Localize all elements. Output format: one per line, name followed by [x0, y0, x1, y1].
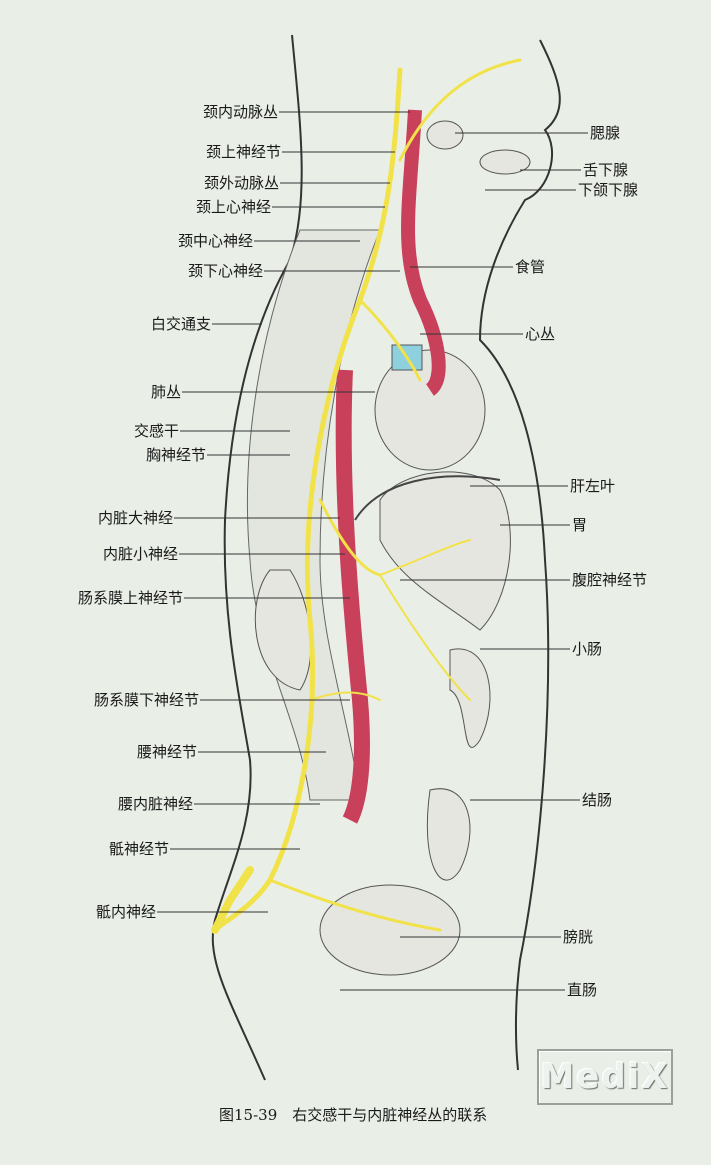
- kidney: [254, 569, 312, 691]
- label-superior-mesenteric-ganglion: 肠系膜上神经节: [77, 589, 183, 607]
- label-pulmonary-plexus: 肺丛: [150, 383, 181, 401]
- figure-caption: 图15-39 右交感干与内脏神经丛的联系: [219, 1106, 488, 1124]
- label-rectum: 直肠: [567, 981, 598, 999]
- label-lumbar-ganglion: 腰神经节: [136, 743, 197, 761]
- label-cardiac-plexus: 心丛: [525, 325, 556, 343]
- parotid-gland: [426, 120, 464, 150]
- label-thoracic-ganglion: 胸神经节: [145, 446, 206, 464]
- label-inferior-cardiac-nerve: 颈下心神经: [187, 262, 263, 280]
- label-celiac-ganglion: 腹腔神经节: [572, 571, 648, 589]
- colon: [426, 788, 471, 881]
- front-outline: [478, 39, 561, 1071]
- small-intestine: [449, 648, 491, 748]
- leader-lines: [157, 111, 588, 991]
- label-sublingual-gland: 舌下腺: [583, 161, 629, 179]
- heart: [374, 349, 486, 471]
- liver-edge: [354, 475, 501, 521]
- label-sacral-splanchnic-nerve: 骶内神经: [95, 903, 156, 921]
- label-bladder: 膀胱: [563, 928, 594, 946]
- sympathetic-trunk: [211, 58, 522, 934]
- label-left-liver-lobe: 肝左叶: [570, 477, 616, 495]
- label-parotid-gland: 腮腺: [590, 124, 621, 142]
- carotid-esophagus: [401, 109, 446, 396]
- watermark-logo: MediX: [537, 1049, 673, 1105]
- label-external-carotid-plexus: 颈外动脉丛: [203, 174, 279, 192]
- label-small-intestine: 小肠: [572, 640, 603, 658]
- label-middle-cardiac-nerve: 颈中心神经: [177, 232, 253, 250]
- label-submandibular-gland: 下颌下腺: [578, 181, 639, 199]
- label-greater-splanchnic-nerve: 内脏大神经: [97, 509, 173, 527]
- label-white-ramus: 白交通支: [150, 315, 211, 333]
- label-sympathetic-trunk: 交感干: [133, 422, 179, 440]
- sublingual-gland: [479, 149, 531, 175]
- label-stomach: 胃: [572, 516, 588, 534]
- label-superior-cervical-ganglion: 颈上神经节: [205, 143, 281, 161]
- label-inferior-mesenteric-ganglion: 肠系膜下神经节: [93, 691, 199, 709]
- label-lesser-splanchnic-nerve: 内脏小神经: [102, 545, 178, 563]
- aorta: [335, 369, 370, 824]
- label-sacral-ganglion: 骶神经节: [108, 840, 169, 858]
- label-internal-carotid-plexus: 颈内动脉丛: [202, 103, 278, 121]
- label-lumbar-splanchnic-nerve: 腰内脏神经: [117, 795, 193, 813]
- bladder: [319, 884, 461, 976]
- label-esophagus: 食管: [515, 258, 546, 276]
- label-superior-cardiac-nerve: 颈上心神经: [195, 198, 271, 216]
- label-colon: 结肠: [582, 791, 613, 809]
- stomach: [379, 471, 511, 631]
